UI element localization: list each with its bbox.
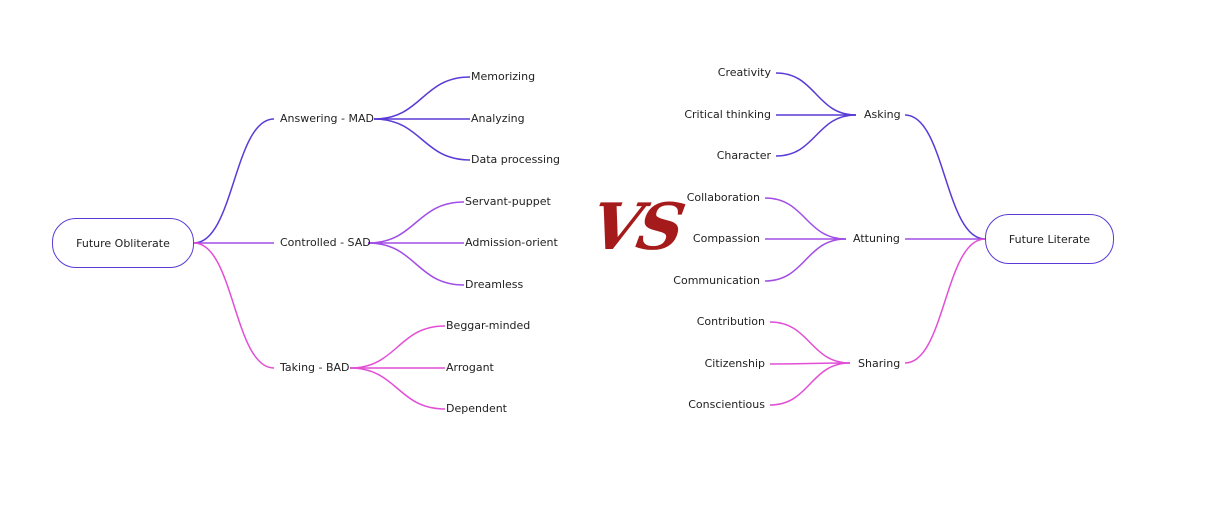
leaf-conscientious[interactable]: Conscientious (688, 398, 765, 411)
branch-attuning[interactable]: Attuning (853, 232, 900, 245)
leaf-citizenship[interactable]: Citizenship (704, 357, 765, 370)
connector-root-to-branch (193, 118, 275, 244)
root-label: Future Literate (1008, 232, 1091, 246)
leaf-beggar-minded[interactable]: Beggar-minded (446, 319, 531, 332)
root-node-future-literate[interactable]: Future Literate (985, 214, 1114, 264)
leaf-admission-orient[interactable]: Admission-orient (465, 236, 558, 249)
leaf-arrogant[interactable]: Arrogant (446, 361, 494, 374)
connector-leaf-to-branch (769, 362, 851, 406)
connector-branch-to-leaf (367, 201, 465, 244)
leaf-communication[interactable]: Communication (673, 274, 760, 287)
branch-controlled-sad[interactable]: Controlled - SAD (280, 236, 371, 249)
leaf-collaboration[interactable]: Collaboration (686, 191, 760, 204)
connector-leaf-to-branch (764, 197, 847, 240)
leaf-dreamless[interactable]: Dreamless (465, 278, 524, 291)
leaf-analyzing[interactable]: Analyzing (471, 112, 525, 125)
connector-leaf-to-branch (764, 238, 847, 282)
branch-answering-mad[interactable]: Answering - MAD (280, 112, 374, 125)
leaf-dependent[interactable]: Dependent (446, 402, 507, 415)
leaf-data-processing[interactable]: Data processing (471, 153, 561, 166)
connector-branch-to-root (904, 114, 986, 240)
leaf-critical-thinking[interactable]: Critical thinking (684, 108, 771, 121)
connector-branch-to-leaf (367, 242, 465, 286)
connector-branch-to-leaf (349, 325, 446, 369)
connector-leaf-to-branch (769, 362, 851, 365)
root-label: Future Obliterate (76, 236, 170, 250)
branch-asking[interactable]: Asking (864, 108, 901, 121)
leaf-character[interactable]: Character (716, 149, 771, 162)
vs-label: VS (585, 190, 687, 265)
leaf-contribution[interactable]: Contribution (696, 315, 765, 328)
leaf-memorizing[interactable]: Memorizing (471, 70, 536, 83)
branch-sharing[interactable]: Sharing (858, 357, 901, 370)
branch-taking-bad[interactable]: Taking - BAD (280, 361, 350, 374)
root-node-future-obliterate[interactable]: Future Obliterate (52, 218, 194, 268)
leaf-creativity[interactable]: Creativity (717, 66, 771, 79)
connector-branch-to-leaf (349, 367, 446, 410)
connector-branch-to-leaf (373, 118, 471, 161)
leaf-compassion[interactable]: Compassion (692, 232, 760, 245)
connector-root-to-branch (193, 242, 275, 369)
connector-leaf-to-branch (769, 321, 851, 364)
connector-leaf-to-branch (775, 72, 857, 116)
connector-branch-to-leaf (373, 76, 471, 120)
connector-branch-to-root (904, 238, 986, 364)
leaf-servant-puppet[interactable]: Servant-puppet (465, 195, 551, 208)
connector-leaf-to-branch (775, 114, 857, 157)
